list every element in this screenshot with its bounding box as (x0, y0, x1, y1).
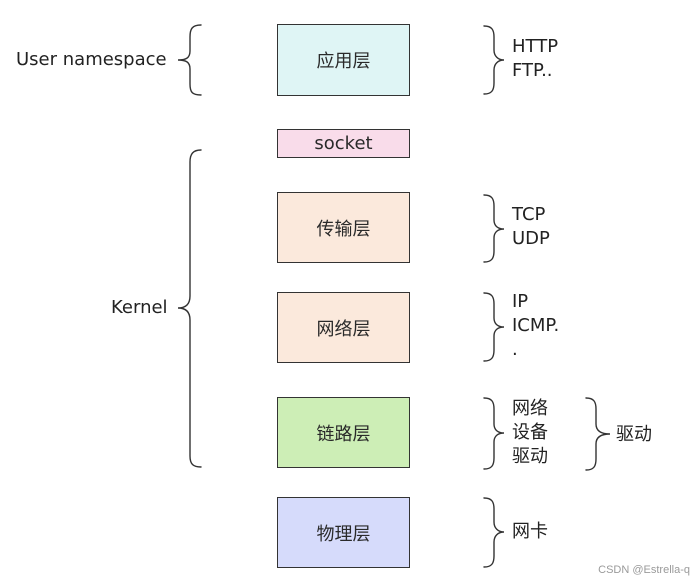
network-protocols: IP ICMP. . (512, 290, 559, 362)
driver-group-brace (585, 397, 611, 471)
driver-group-label: 驱动 (616, 424, 652, 445)
physical-note-nic: 网卡 (512, 521, 548, 542)
physical-notes: 网卡 (512, 520, 548, 544)
application-layer-box: 应用层 (277, 24, 410, 96)
kernel-label: Kernel (111, 297, 168, 318)
protocol-http: HTTP (512, 36, 559, 57)
protocol-ftp: FTP.. (512, 60, 553, 81)
transport-layer-box: 传输层 (277, 192, 410, 263)
transport-notes-brace (483, 194, 505, 263)
kernel-brace (177, 149, 202, 468)
network-notes-brace (483, 292, 505, 362)
link-note-driver: 驱动 (512, 446, 548, 467)
application-protocols: HTTP FTP.. (512, 35, 558, 83)
protocol-udp: UDP (512, 228, 550, 249)
socket-box: socket (277, 129, 410, 158)
physical-layer-box: 物理层 (277, 497, 410, 568)
protocol-tcp: TCP (512, 204, 546, 225)
protocol-ip: IP (512, 291, 529, 312)
link-note-network: 网络 (512, 398, 548, 419)
protocol-icmp: ICMP. (512, 315, 560, 336)
protocol-ellipsis: . (512, 339, 518, 360)
transport-protocols: TCP UDP (512, 203, 550, 251)
link-note-device: 设备 (512, 422, 548, 443)
watermark: CSDN @Estrella-q (598, 564, 690, 576)
user-namespace-brace (177, 24, 202, 96)
link-notes-brace (483, 397, 505, 470)
application-notes-brace (483, 25, 505, 95)
network-layer-box: 网络层 (277, 292, 410, 363)
link-layer-box: 链路层 (277, 397, 410, 468)
link-notes: 网络 设备 驱动 (512, 397, 548, 469)
user-namespace-label: User namespace (16, 49, 167, 70)
physical-notes-brace (483, 497, 505, 568)
